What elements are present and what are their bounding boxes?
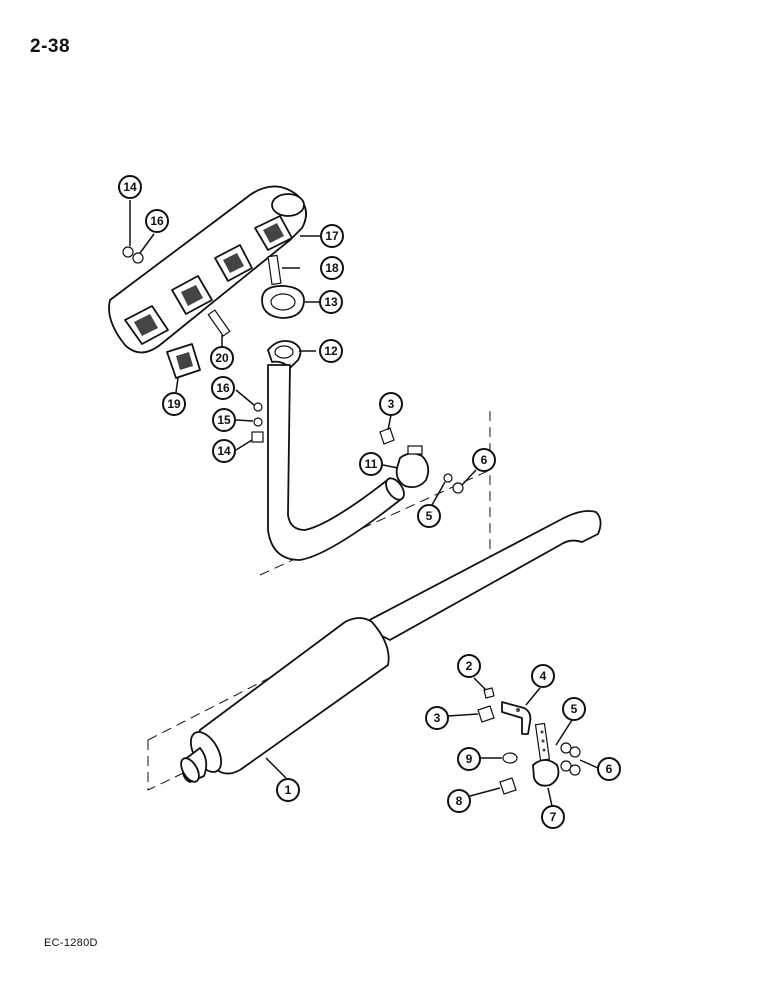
svg-text:14: 14: [217, 444, 231, 458]
callout-20: 20: [210, 346, 234, 370]
svg-text:9: 9: [466, 752, 473, 766]
callout-16-upper: 16: [145, 209, 169, 233]
callout-3-upper: 3: [379, 392, 403, 416]
callout-5-upper: 5: [417, 504, 441, 528]
callout-4: 4: [531, 664, 555, 688]
svg-text:2: 2: [466, 659, 473, 673]
callout-13: 13: [319, 290, 343, 314]
svg-text:17: 17: [325, 229, 339, 243]
callout-3-lower: 3: [425, 706, 449, 730]
callout-19: 19: [162, 392, 186, 416]
svg-text:3: 3: [434, 711, 441, 725]
callout-5-lower: 5: [562, 697, 586, 721]
callout-18: 18: [320, 256, 344, 280]
svg-text:3: 3: [388, 397, 395, 411]
callout-6-lower: 6: [597, 757, 621, 781]
svg-text:18: 18: [325, 261, 339, 275]
svg-text:15: 15: [217, 413, 231, 427]
gasket-13: [261, 285, 320, 319]
callout-12: 12: [319, 339, 343, 363]
svg-text:16: 16: [216, 381, 230, 395]
svg-text:4: 4: [540, 669, 547, 683]
svg-text:8: 8: [456, 794, 463, 808]
svg-text:5: 5: [571, 702, 578, 716]
document-code: EC-1280D: [44, 937, 98, 949]
fasteners: [122, 200, 599, 797]
svg-text:6: 6: [481, 453, 488, 467]
bracket-4: [501, 687, 541, 735]
svg-text:16: 16: [150, 214, 164, 228]
callout-8: 8: [447, 789, 471, 813]
callout-11: 11: [359, 452, 383, 476]
callout-1: 1: [276, 778, 300, 802]
page-number: 2-38: [30, 36, 71, 57]
svg-text:11: 11: [365, 457, 378, 471]
exhaust-manifold: [108, 185, 307, 354]
svg-text:19: 19: [167, 397, 181, 411]
svg-text:12: 12: [324, 344, 338, 358]
callout-6-upper: 6: [472, 448, 496, 472]
muffler: [180, 510, 602, 783]
clamp-7: [532, 722, 560, 807]
svg-text:14: 14: [123, 180, 137, 194]
svg-text:13: 13: [324, 295, 338, 309]
svg-text:20: 20: [215, 351, 229, 365]
callout-17: 17: [320, 224, 344, 248]
callout-9: 9: [457, 747, 481, 771]
svg-text:5: 5: [426, 509, 433, 523]
callout-2: 2: [457, 654, 481, 678]
callout-16-lower: 16: [211, 376, 235, 400]
svg-text:1: 1: [285, 783, 292, 797]
svg-text:6: 6: [606, 762, 613, 776]
callout-14-lower: 14: [212, 439, 236, 463]
callout-7: 7: [541, 805, 565, 829]
svg-text:7: 7: [550, 810, 557, 824]
clamp-11: [382, 445, 430, 489]
gasket-19: [166, 343, 201, 393]
callout-15: 15: [212, 408, 236, 432]
callout-14-upper: 14: [118, 175, 142, 199]
front-pipe: [267, 340, 405, 561]
stud-20: [207, 309, 231, 346]
stud-18: [267, 254, 300, 286]
